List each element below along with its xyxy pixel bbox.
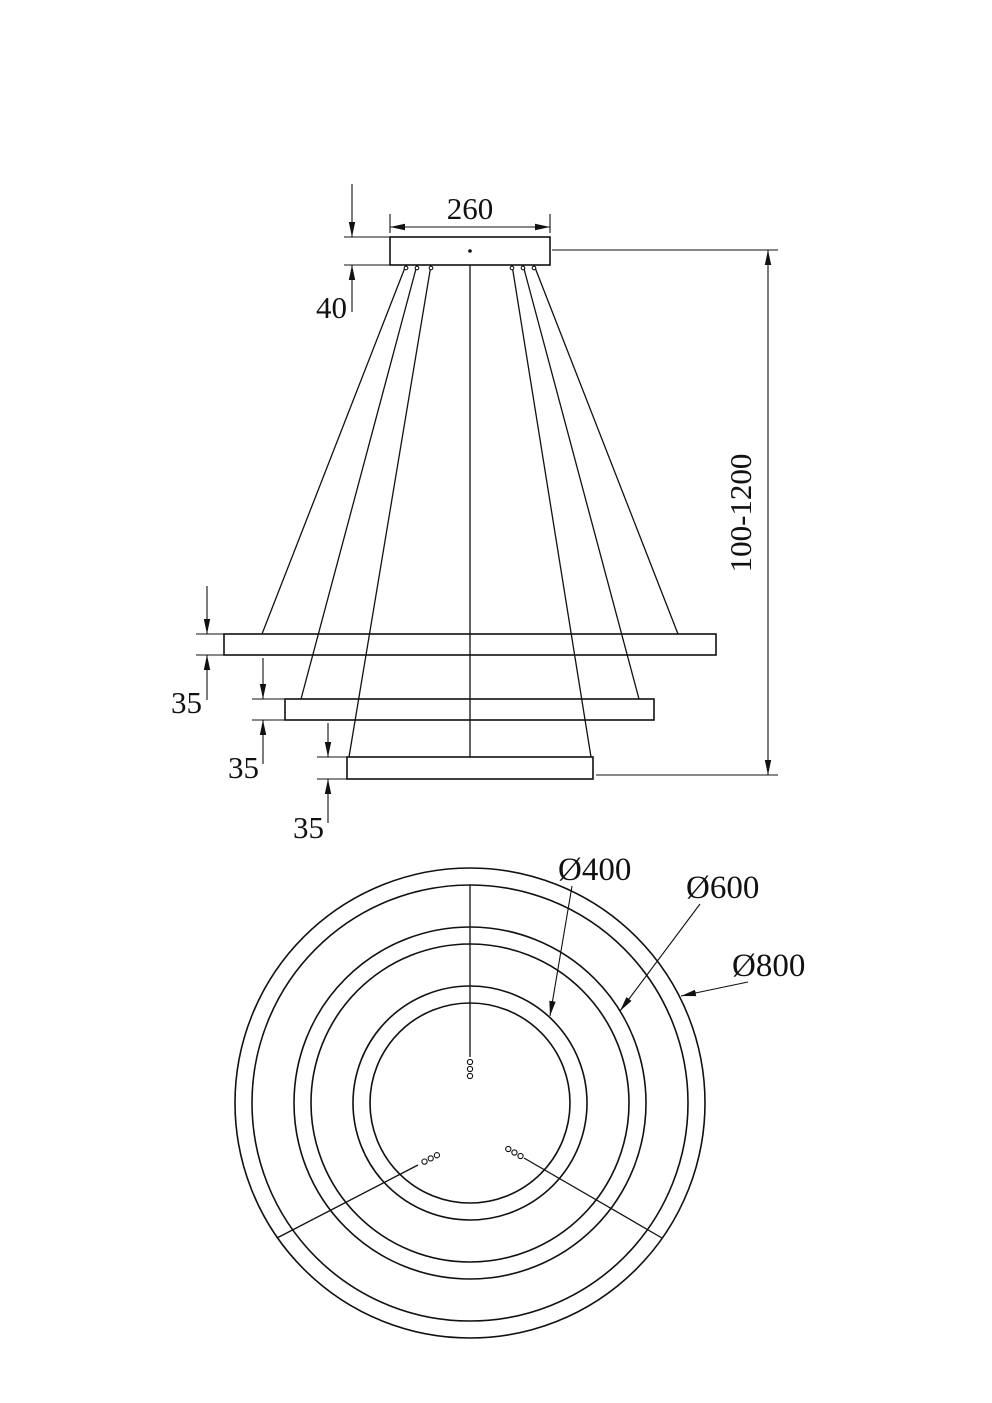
dia-800-label: Ø800 (732, 948, 805, 984)
dim-canopy-width: 260 (389, 191, 551, 233)
cable-left-middle (300, 264, 418, 700)
dim-ring2-thickness-label: 35 (228, 750, 259, 785)
canopy-center-mark (468, 249, 472, 253)
cable-left-inner (348, 264, 432, 758)
plan-internal-wires (276, 885, 663, 1239)
wire-lower-left (276, 1164, 419, 1239)
dia-800-callout: Ø800 (680, 948, 805, 997)
cable-right-inner (511, 264, 592, 758)
dim-canopy-height: 40 (316, 184, 390, 325)
cord-grip (466, 1065, 474, 1073)
ring-400-side-profile (346, 756, 594, 780)
dim-canopy-height-label: 40 (316, 290, 347, 325)
cable-gripper (531, 265, 537, 271)
cable-gripper (520, 265, 526, 271)
cord-grip (427, 1155, 434, 1162)
dim-ring3-thickness: 35 (293, 723, 350, 845)
dia-600-callout: Ø600 (619, 870, 759, 1012)
side-elevation-view: 260 40 35 (171, 184, 778, 845)
leader-line (549, 885, 573, 1017)
cable-left-outer (261, 264, 407, 635)
cable-right-middle (522, 264, 640, 700)
cord-grip (421, 1158, 428, 1165)
cable-right-outer (533, 264, 679, 635)
cable-gripper (414, 265, 420, 271)
cord-grip (466, 1072, 474, 1080)
cord-grip (433, 1152, 441, 1159)
wire-lower-right (523, 1157, 663, 1239)
cord-grip (466, 1058, 474, 1066)
cord-grip (517, 1152, 524, 1160)
suspension-cables (261, 264, 679, 758)
dim-height-range: 100-1200 (552, 249, 778, 776)
dim-canopy-width-label: 260 (447, 191, 494, 226)
ring-800-outer-circle (234, 867, 706, 1339)
dim-ring1-thickness-label: 35 (171, 685, 202, 720)
dia-400-callout: Ø400 (549, 852, 631, 1017)
dim-ring1-thickness: 35 (171, 586, 226, 720)
plan-view: Ø400 Ø600 Ø800 (234, 852, 805, 1339)
dim-ring2-thickness: 35 (228, 658, 288, 785)
leader-line (619, 903, 701, 1012)
leader-line (680, 981, 749, 997)
cord-grip (505, 1145, 512, 1153)
cord-grip (511, 1149, 518, 1156)
dia-600-label: Ø600 (686, 870, 759, 906)
cable-gripper (428, 265, 434, 271)
cable-gripper (509, 265, 515, 271)
dim-ring3-thickness-label: 35 (293, 810, 324, 845)
cable-gripper (403, 265, 409, 271)
dia-400-label: Ø400 (558, 852, 631, 888)
dim-height-range-label: 100-1200 (723, 454, 758, 573)
